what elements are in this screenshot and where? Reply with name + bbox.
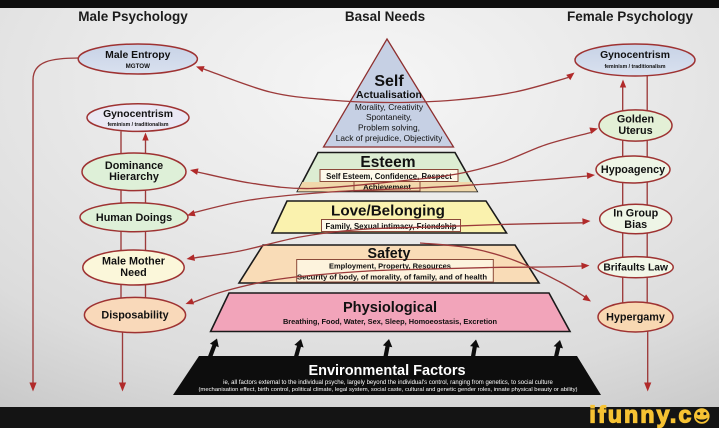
- svg-text:Disposability: Disposability: [101, 310, 168, 322]
- svg-text:Uterus: Uterus: [618, 125, 652, 137]
- svg-text:Esteem: Esteem: [360, 154, 415, 171]
- svg-text:Love/Belonging: Love/Belonging: [331, 203, 445, 220]
- svg-text:Female Psychology: Female Psychology: [567, 9, 694, 24]
- svg-text:Need: Need: [120, 267, 146, 279]
- svg-text:Dominance: Dominance: [105, 160, 163, 172]
- svg-text:Self Esteem, Confidence, Respe: Self Esteem, Confidence, Respect: [326, 172, 452, 181]
- svg-text:Gynocentrism: Gynocentrism: [103, 109, 173, 120]
- svg-text:Achievement: Achievement: [363, 182, 411, 191]
- svg-text:Breathing, Food, Water, Sex, S: Breathing, Food, Water, Sex, Sleep, Homo…: [283, 317, 498, 326]
- svg-text:Employment, Property, Resource: Employment, Property, Resources: [329, 262, 451, 271]
- svg-text:Family, Sexual intimacy, Frien: Family, Sexual intimacy, Friendship: [326, 222, 457, 231]
- svg-text:ie, all factors external to th: ie, all factors external to the individu…: [223, 380, 553, 386]
- svg-text:Human Doings: Human Doings: [96, 212, 172, 224]
- svg-text:MGTOW: MGTOW: [126, 63, 150, 70]
- svg-text:Male Mother: Male Mother: [102, 256, 166, 268]
- svg-text:Physiological: Physiological: [343, 300, 437, 316]
- svg-text:Bias: Bias: [624, 219, 647, 231]
- svg-text:Gynocentrism: Gynocentrism: [600, 50, 670, 61]
- svg-text:Hierarchy: Hierarchy: [109, 171, 159, 183]
- svg-text:In Group: In Group: [613, 208, 658, 220]
- svg-text:Problem solving,: Problem solving,: [358, 123, 420, 133]
- svg-text:ifunny.c: ifunny.c: [589, 402, 693, 428]
- svg-text:feminism / traditionalism: feminism / traditionalism: [107, 122, 168, 128]
- svg-text:Brifaults Law: Brifaults Law: [603, 263, 669, 274]
- svg-text:Male Psychology: Male Psychology: [78, 9, 188, 24]
- svg-text:Basal Needs: Basal Needs: [345, 9, 425, 24]
- svg-text:Self: Self: [374, 73, 404, 90]
- svg-text:Hypoagency: Hypoagency: [601, 164, 665, 176]
- svg-text:Security of body, of morality,: Security of body, of morality, of family…: [297, 273, 487, 282]
- svg-text:feminism / traditionalism: feminism / traditionalism: [604, 64, 665, 70]
- svg-text:Actualisation: Actualisation: [356, 89, 422, 101]
- svg-text:Hypergamy: Hypergamy: [606, 312, 665, 324]
- svg-text:Lack of prejudice, Objectivity: Lack of prejudice, Objectivity: [336, 133, 443, 143]
- svg-text:Golden: Golden: [617, 114, 654, 126]
- svg-text:Morality, Creativity: Morality, Creativity: [355, 102, 424, 112]
- svg-text:Male Entropy: Male Entropy: [105, 50, 170, 61]
- svg-text:(mechanisation effect, birth c: (mechanisation effect, birth control, po…: [198, 387, 577, 393]
- svg-text:Safety: Safety: [368, 246, 411, 262]
- svg-text:Spontaneity,: Spontaneity,: [366, 112, 412, 122]
- svg-text:Environmental Factors: Environmental Factors: [308, 363, 465, 379]
